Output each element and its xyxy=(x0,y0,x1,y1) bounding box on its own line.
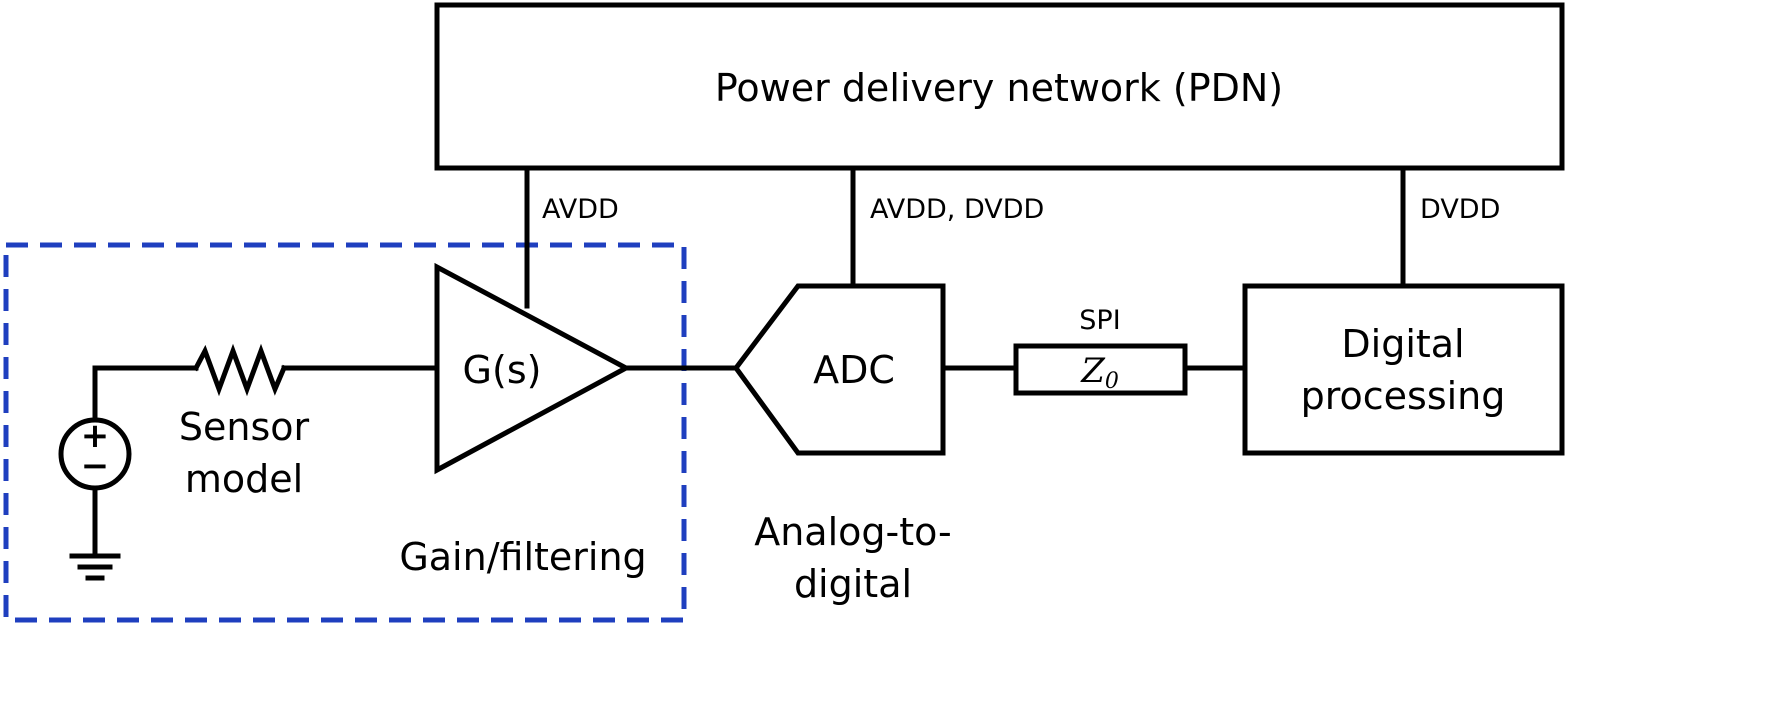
gain-filtering-label: Gain/filtering xyxy=(399,535,646,579)
pdn-label: Power delivery network (PDN) xyxy=(715,66,1283,110)
ground-icon xyxy=(69,553,121,581)
gain-filtering-region xyxy=(3,242,687,623)
source-plus-sign: + xyxy=(81,416,110,456)
pdn-block xyxy=(434,2,1565,171)
amplifier-icon xyxy=(434,262,632,475)
resistor-icon xyxy=(192,343,288,397)
sensor-model-label-line2: model xyxy=(185,457,303,501)
z0-label: Z0 xyxy=(1080,351,1119,394)
voltage-source-icon xyxy=(58,417,132,491)
digital-processing-block xyxy=(1242,283,1565,456)
source-minus-sign: − xyxy=(81,446,110,486)
spi-label: SPI xyxy=(1079,305,1120,336)
spi-impedance-block xyxy=(1013,343,1188,396)
avdd-dvdd-label: AVDD, DVDD xyxy=(870,194,1044,225)
dvdd-label: DVDD xyxy=(1420,194,1500,225)
adc-caption-line2: digital xyxy=(794,562,912,606)
amplifier-label: G(s) xyxy=(463,348,542,392)
sensor-model-label-line1: Sensor xyxy=(179,405,310,449)
adc-caption-line1: Analog-to- xyxy=(754,510,952,554)
digital-processing-label-line1: Digital xyxy=(1341,322,1464,366)
avdd-label: AVDD xyxy=(542,194,619,225)
adc-label: ADC xyxy=(813,348,895,392)
digital-processing-label-line2: processing xyxy=(1301,374,1506,418)
